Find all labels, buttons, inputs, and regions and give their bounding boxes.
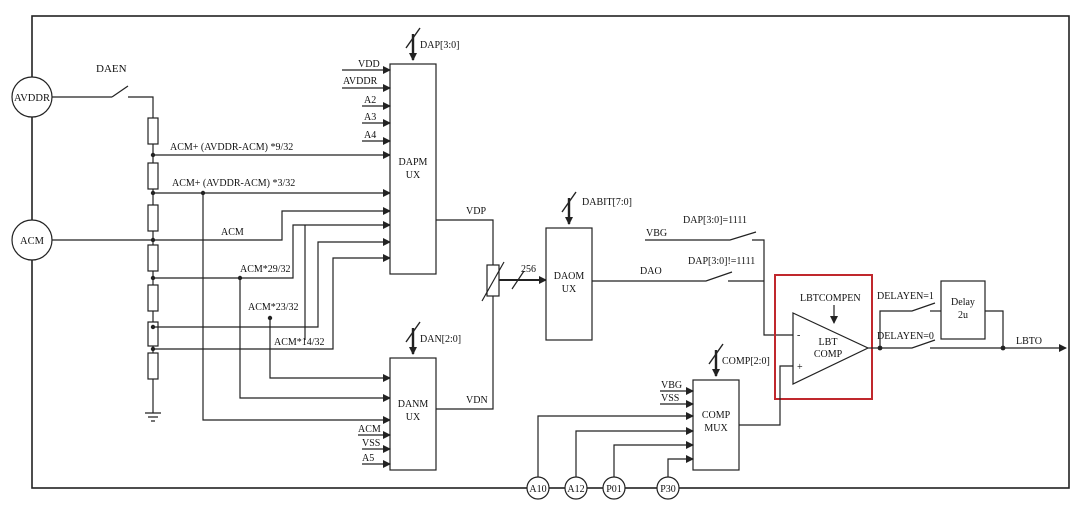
resistor-3 <box>147 204 159 232</box>
vbg-switch[interactable]: VBG DAP[3:0]=1111 <box>645 215 793 336</box>
delay-name-2: 2u <box>958 310 968 321</box>
tap-label-14-32: ACM*14/32 <box>274 337 325 348</box>
compmux-bus-label: COMP[2:0] <box>722 356 770 367</box>
danmux-name-2: UX <box>406 412 421 423</box>
dapmux-name-2: UX <box>406 170 421 181</box>
comparator-minus: - <box>797 330 800 341</box>
delay-block[interactable]: Delay 2u <box>940 280 986 340</box>
a12-label: A12 <box>567 484 584 495</box>
tap-wires: ACM+ (AVDDR-ACM) *9/32 ACM+ (AVDDR-ACM) … <box>150 142 391 424</box>
ground-symbol <box>145 412 161 422</box>
a12-pin[interactable]: A12 <box>564 476 588 500</box>
compmux-input-1: VSS <box>661 393 679 404</box>
tap-label-9-32: ACM+ (AVDDR-ACM) *9/32 <box>170 142 293 153</box>
tap-label-3-32: ACM+ (AVDDR-ACM) *3/32 <box>172 178 295 189</box>
comparator-name-2: COMP <box>814 349 843 360</box>
daomux-name-1: DAOM <box>554 271 585 282</box>
dapmux-name-1: DAPM <box>399 157 428 168</box>
danmux-name-1: DANM <box>398 399 429 410</box>
avddr-pin-label: AVDDR <box>14 93 50 104</box>
p01-pin[interactable]: P01 <box>602 476 626 500</box>
dapmux-bus: DAP[3:0] <box>405 27 459 61</box>
delay-switches[interactable]: DELAYEN=1 DELAYEN=0 <box>868 291 1003 351</box>
dapmux-input-3: A3 <box>364 112 376 123</box>
vbg-label: VBG <box>646 228 667 239</box>
comparator-highlight <box>774 274 873 400</box>
daomux-bus-label: DABIT[7:0] <box>582 197 632 208</box>
lbto-output: LBTO <box>985 310 1067 352</box>
dao-switch[interactable]: DAO DAP[3:0]!=1111 <box>592 256 764 282</box>
danmux-inputs: ACM VSS A5 <box>358 424 391 468</box>
daen-label: DAEN <box>96 63 127 75</box>
lbt-comparator[interactable]: LBT COMP - + LBTCOMPEN <box>792 293 870 385</box>
comparator-plus: + <box>797 362 803 373</box>
vbg-switch-label: DAP[3:0]=1111 <box>683 215 747 226</box>
a10-label: A10 <box>529 484 546 495</box>
daomux-block[interactable]: DAOM UX <box>545 227 593 341</box>
dapmux-input-4: A4 <box>364 130 376 141</box>
dao-switch-label: DAP[3:0]!=1111 <box>688 256 755 267</box>
resistor-4 <box>147 244 159 272</box>
comparator-enable-label: LBTCOMPEN <box>800 293 861 304</box>
resistor-1 <box>147 117 159 145</box>
danmux-input-0: ACM <box>358 424 381 435</box>
compmux-bus: COMP[2:0] <box>708 343 770 377</box>
daomux-bus: DABIT[7:0] <box>561 191 632 225</box>
lbto-label: LBTO <box>1016 336 1042 347</box>
dapmux-input-1: AVDDR <box>343 76 378 87</box>
tap-label-acm: ACM <box>221 227 244 238</box>
resistor-2 <box>147 162 159 190</box>
avddr-pin[interactable]: AVDDR <box>11 76 53 118</box>
danmux-input-1: VSS <box>362 438 380 449</box>
vdp-vdn-nets: VDP VDN <box>436 206 505 410</box>
dapmux-inputs: VDD AVDDR A2 A3 A4 <box>342 59 391 145</box>
daen-switch[interactable]: DAEN <box>52 63 154 118</box>
resistor-ladder <box>145 117 161 422</box>
daomux-name-2: UX <box>562 284 577 295</box>
acm-pin[interactable]: ACM <box>11 219 53 261</box>
danmux-bus-label: DAN[2:0] <box>420 334 461 345</box>
delay-off-label: DELAYEN=0 <box>877 331 934 342</box>
a10-pin[interactable]: A10 <box>526 476 550 500</box>
dapmux-input-0: VDD <box>358 59 380 70</box>
delay-name-1: Delay <box>951 297 975 308</box>
compmux-name-2: MUX <box>704 423 728 434</box>
vdp-label: VDP <box>466 206 486 217</box>
dapmux-block[interactable]: DAPM UX <box>389 63 437 275</box>
danmux-bus: DAN[2:0] <box>405 321 461 355</box>
danmux-input-2: A5 <box>362 453 374 464</box>
compmux-output-wire <box>739 365 793 426</box>
resistor-7 <box>147 352 159 380</box>
resistor-5 <box>147 284 159 312</box>
p01-label: P01 <box>606 484 622 495</box>
dac-bus: 256 <box>499 264 547 290</box>
dapmux-input-2: A2 <box>364 95 376 106</box>
dao-label: DAO <box>640 266 662 277</box>
p30-label: P30 <box>660 484 676 495</box>
dac-bus-width: 256 <box>521 264 536 275</box>
acm-pin-label: ACM <box>20 236 45 247</box>
p30-pin[interactable]: P30 <box>656 476 680 500</box>
danmux-block[interactable]: DANM UX <box>389 357 437 471</box>
tap-label-29-32: ACM*29/32 <box>240 264 291 275</box>
delay-on-label: DELAYEN=1 <box>877 291 934 302</box>
compmux-name-1: COMP <box>702 410 731 421</box>
comparator-name-1: LBT <box>819 337 838 348</box>
compmux-block[interactable]: COMP MUX <box>692 379 740 471</box>
vdn-label: VDN <box>466 395 488 406</box>
compmux-inputs: VBG VSS <box>537 380 694 488</box>
compmux-input-0: VBG <box>661 380 682 391</box>
dapmux-bus-label: DAP[3:0] <box>420 40 459 51</box>
tap-label-23-32: ACM*23/32 <box>248 302 299 313</box>
